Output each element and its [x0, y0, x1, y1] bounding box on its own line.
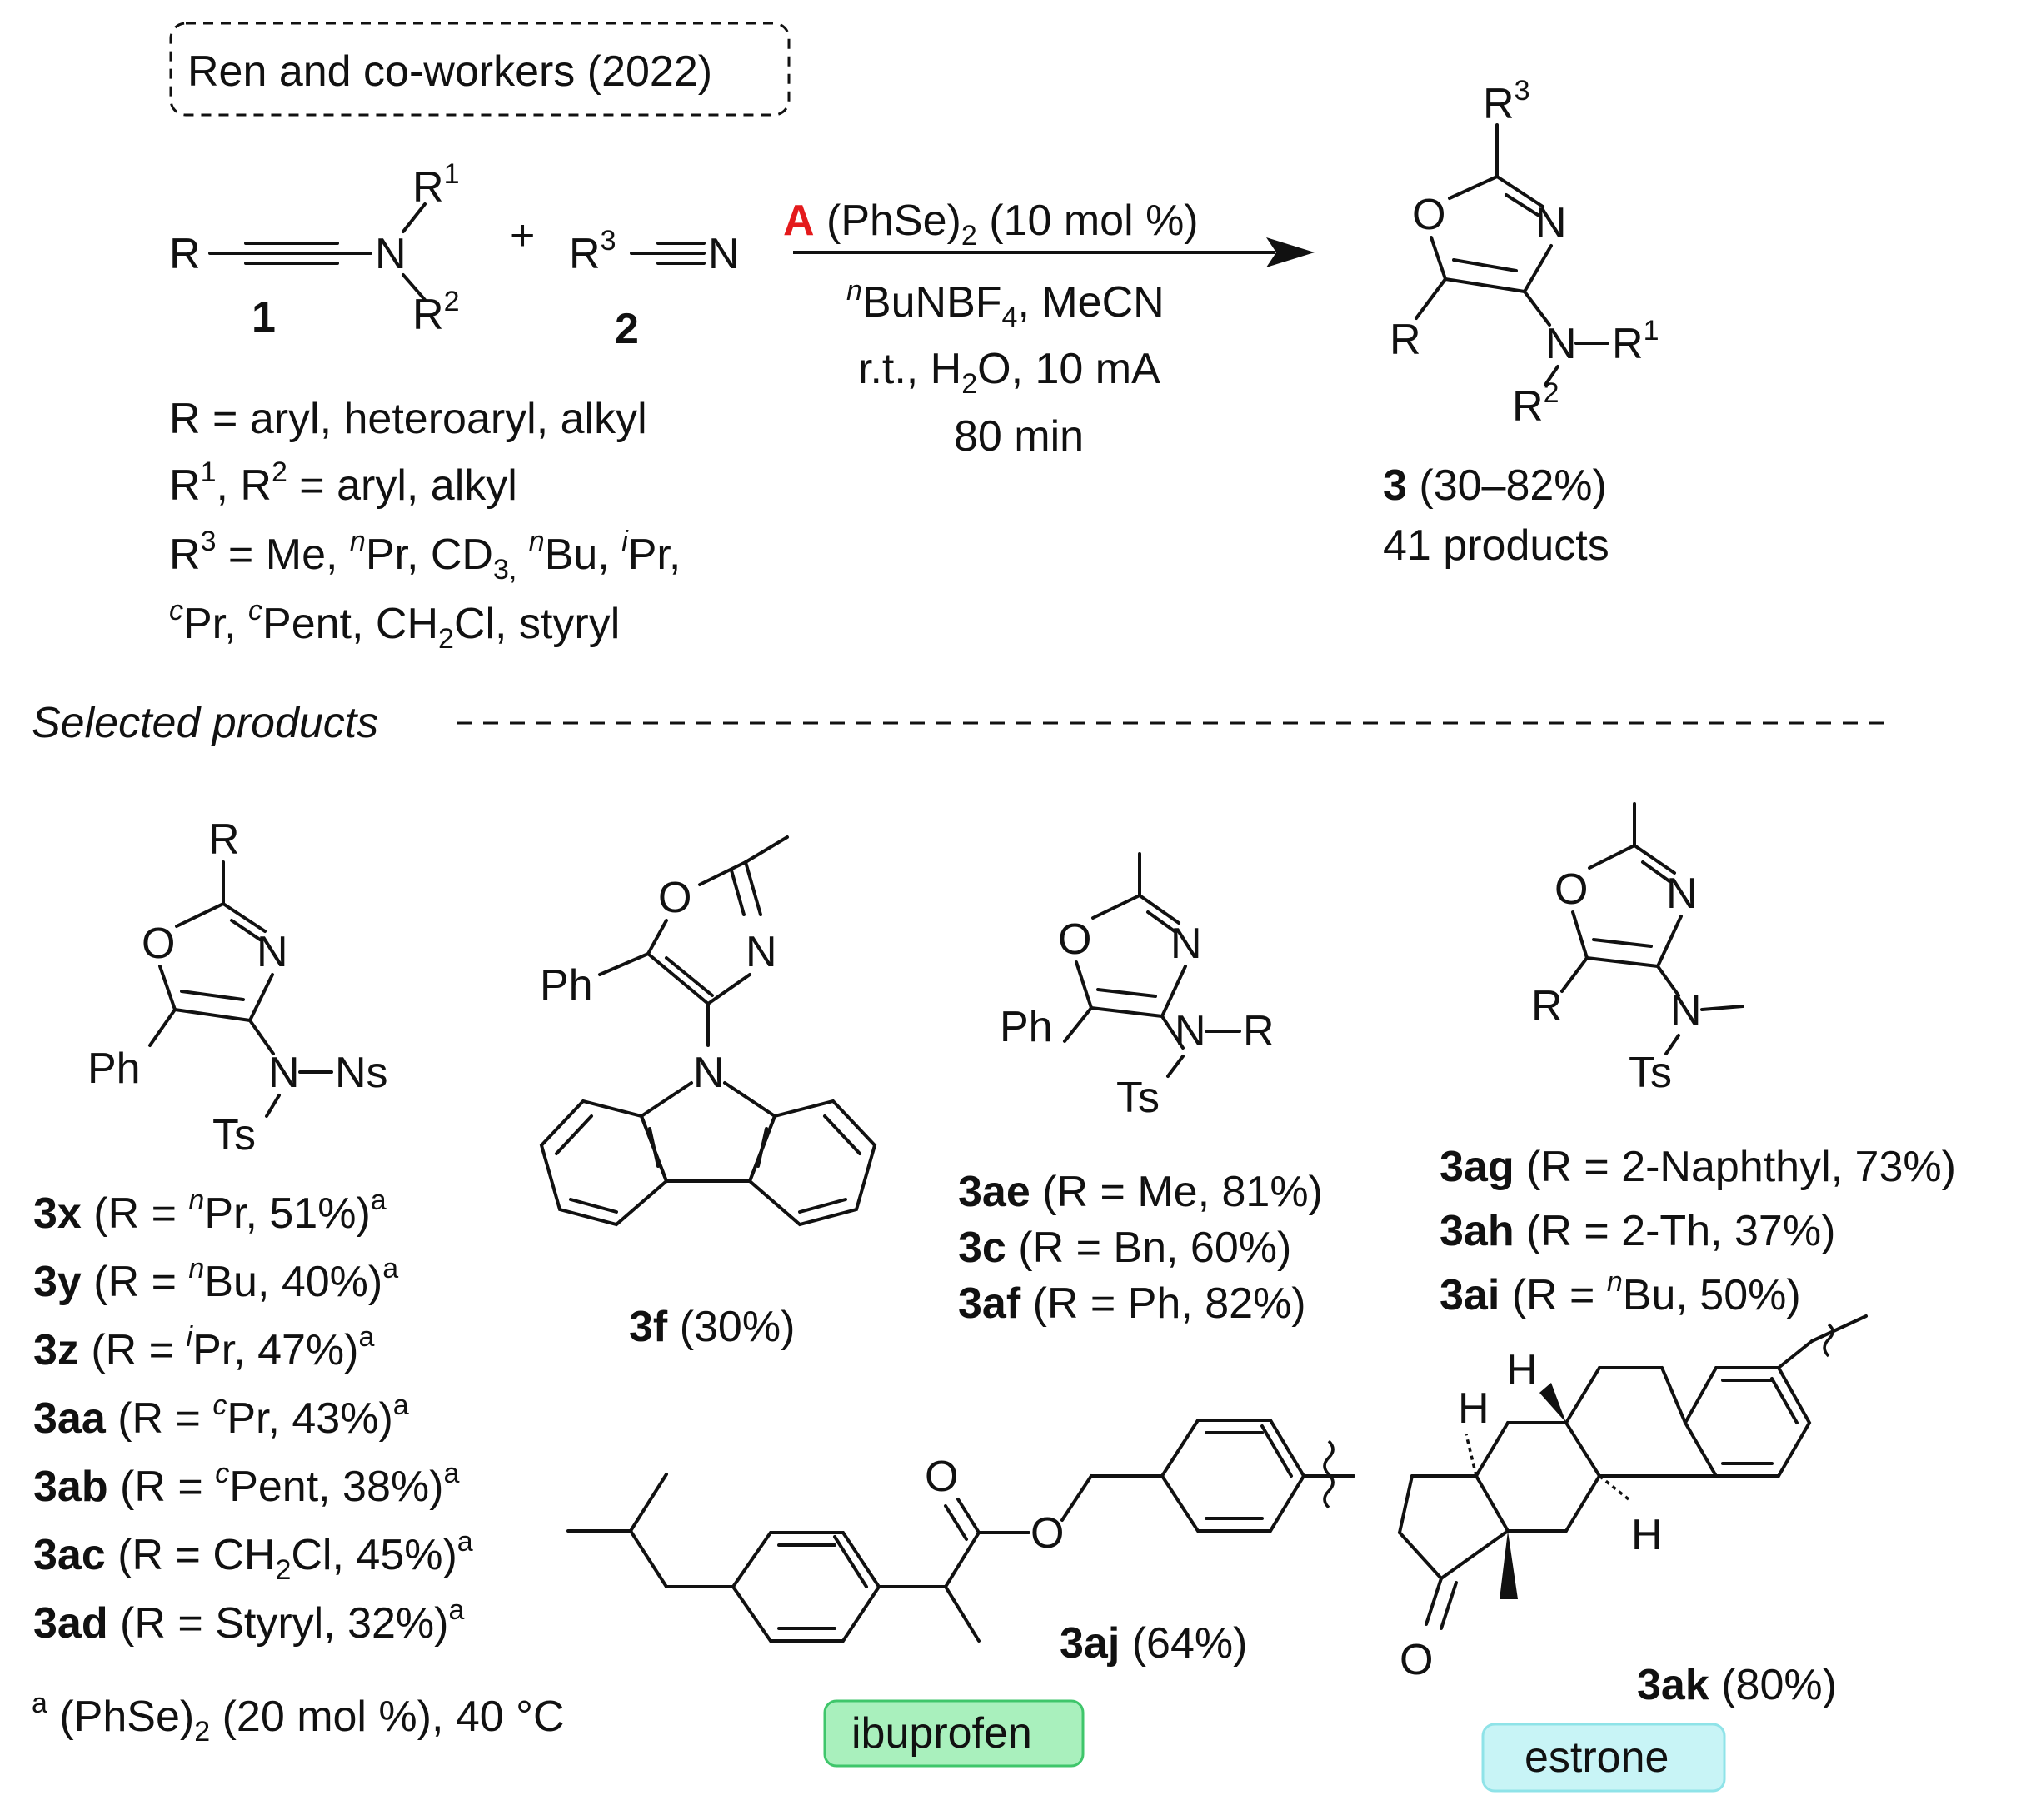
condition-time: 80 min [954, 412, 1084, 461]
svg-text:3ad (R = Styryl, 32%)a: 3ad (R = Styryl, 32%)a [33, 1594, 464, 1648]
svg-text:3c (R = Bn, 60%): 3c (R = Bn, 60%) [958, 1224, 1291, 1272]
svg-text:N: N [1666, 870, 1698, 918]
plus-sign: + [510, 212, 535, 260]
scope-line-3: R3 = Me, nPr, CD3, nBu, iPr, [169, 526, 681, 586]
structure-3ae-series: O N Ph N R Ts [1000, 852, 1275, 1122]
svg-text:R: R [1390, 316, 1421, 364]
citation-box [169, 22, 791, 117]
svg-text:R2: R2 [1512, 377, 1559, 431]
condition-electrolyte: nBuNBF4, MeCN [846, 275, 1165, 333]
svg-text:N: N [1670, 986, 1702, 1035]
svg-text:3y (R = nBu, 40%)a: 3y (R = nBu, 40%)a [33, 1253, 398, 1306]
atom-N: N [375, 230, 407, 278]
svg-text:Ts: Ts [1629, 1049, 1672, 1097]
svg-text:N: N [268, 1049, 300, 1097]
svg-text:R: R [208, 815, 240, 864]
svg-text:R3: R3 [1483, 75, 1529, 128]
svg-text:3aa (R = cPr, 43%)a: 3aa (R = cPr, 43%)a [33, 1389, 409, 1443]
series-3ae-labels: 3ae (R = Me, 81%) 3c (R = Bn, 60%) 3af (… [958, 1168, 1323, 1328]
svg-text:R: R [1243, 1007, 1275, 1055]
label-3f: 3f (30%) [629, 1303, 795, 1351]
scope-line-1: R = aryl, heteroaryl, alkyl [169, 395, 647, 443]
svg-text:R: R [1531, 982, 1563, 1030]
product-3-count: 41 products [1383, 521, 1609, 570]
svg-text:O: O [658, 874, 691, 922]
reactant-1-ynamide: R N R1 R2 1 [169, 158, 459, 342]
structure-3f: O N Ph N [539, 835, 877, 1227]
series-3ag-labels: 3ag (R = 2-Naphthyl, 73%) 3ah (R = 2-Th,… [1440, 1143, 1956, 1319]
svg-text:N: N [1535, 199, 1567, 247]
svg-text:3ag (R = 2-Naphthyl, 73%): 3ag (R = 2-Naphthyl, 73%) [1440, 1143, 1956, 1191]
structure-3aj: O O [566, 1419, 1355, 1643]
selected-products-header: Selected products [32, 699, 378, 747]
reactant-2-nitrile: R3 N 2 [569, 225, 740, 353]
svg-text:Ph: Ph [87, 1045, 141, 1093]
svg-text:R3: R3 [569, 225, 616, 278]
svg-text:3af (R = Ph, 82%): 3af (R = Ph, 82%) [958, 1279, 1306, 1328]
svg-text:H: H [1458, 1384, 1490, 1433]
svg-text:N: N [693, 1049, 725, 1097]
svg-text:3z (R = iPr, 47%)a: 3z (R = iPr, 47%)a [33, 1321, 374, 1374]
label-3ak: 3ak (80%) [1637, 1661, 1837, 1709]
estrone-tag-label: estrone [1525, 1733, 1669, 1782]
svg-text:3ae (R = Me, 81%): 3ae (R = Me, 81%) [958, 1168, 1323, 1216]
footnote: a (PhSe)2 (20 mol %), 40 °C [32, 1688, 565, 1748]
citation-text: Ren and co-workers (2022) [187, 47, 712, 96]
atom-R1: R1 [412, 158, 459, 212]
structure-3ag-series: O N R N Ts [1531, 802, 1744, 1097]
svg-text:N: N [1545, 320, 1577, 368]
svg-text:N: N [746, 928, 777, 976]
svg-text:Ph: Ph [1000, 1003, 1053, 1051]
svg-text:3ah (R = 2-Th, 37%): 3ah (R = 2-Th, 37%) [1440, 1207, 1835, 1255]
ibuprofen-tag-label: ibuprofen [851, 1709, 1032, 1758]
compound-2-label: 2 [615, 305, 639, 353]
condition-catalyst: A (PhSe)2 (10 mol %) [783, 197, 1199, 252]
svg-text:N: N [708, 230, 740, 278]
label-3aj: 3aj (64%) [1060, 1619, 1247, 1668]
ibuprofen-tag [823, 1699, 1085, 1768]
atom-R2: R2 [412, 286, 459, 339]
svg-text:Ts: Ts [1116, 1074, 1160, 1122]
svg-text:3x (R = nPr, 51%)a: 3x (R = nPr, 51%)a [33, 1184, 387, 1238]
structure-3x-series: R O N Ph N Ns Ts [87, 815, 388, 1159]
svg-text:N: N [257, 928, 288, 976]
svg-text:Ts: Ts [212, 1111, 256, 1159]
svg-text:Ph: Ph [540, 961, 593, 1010]
atom-R: R [169, 230, 201, 278]
product-3-oxazole: R3 O N R N R1 R2 [1390, 75, 1659, 431]
reaction-arrow [793, 237, 1315, 267]
svg-text:H: H [1631, 1511, 1663, 1559]
condition-line3: r.t., H2O, 10 mA [858, 345, 1160, 400]
series-3x-labels: 3x (R = nPr, 51%)a 3y (R = nBu, 40%)a 3z… [33, 1184, 473, 1648]
svg-text:3ac (R = CH2Cl, 45%)a: 3ac (R = CH2Cl, 45%)a [33, 1526, 473, 1586]
svg-text:3ab (R = cPent, 38%)a: 3ab (R = cPent, 38%)a [33, 1458, 459, 1511]
svg-text:N: N [1170, 920, 1202, 968]
scope-line-4: cPr, cPent, CH2Cl, styryl [169, 595, 620, 655]
svg-text:Ns: Ns [335, 1049, 388, 1097]
structure-3ak: O H H H [1398, 1314, 1868, 1684]
svg-text:N: N [1175, 1007, 1206, 1055]
svg-text:O: O [1030, 1509, 1064, 1558]
svg-text:R1: R1 [1612, 315, 1659, 368]
svg-text:O: O [1554, 865, 1588, 914]
svg-text:O: O [925, 1453, 958, 1501]
svg-text:O: O [1412, 191, 1445, 239]
scope-line-2: R1, R2 = aryl, alkyl [169, 456, 517, 510]
estrone-tag [1481, 1723, 1726, 1793]
svg-text:H: H [1506, 1346, 1538, 1394]
svg-text:O: O [1058, 915, 1091, 964]
svg-text:3ai (R = nBu, 50%): 3ai (R = nBu, 50%) [1440, 1266, 1801, 1319]
svg-text:O: O [1400, 1636, 1433, 1684]
compound-1-label: 1 [252, 293, 276, 342]
product-3-yield: 3 (30–82%) [1383, 461, 1607, 510]
svg-text:O: O [142, 920, 175, 968]
